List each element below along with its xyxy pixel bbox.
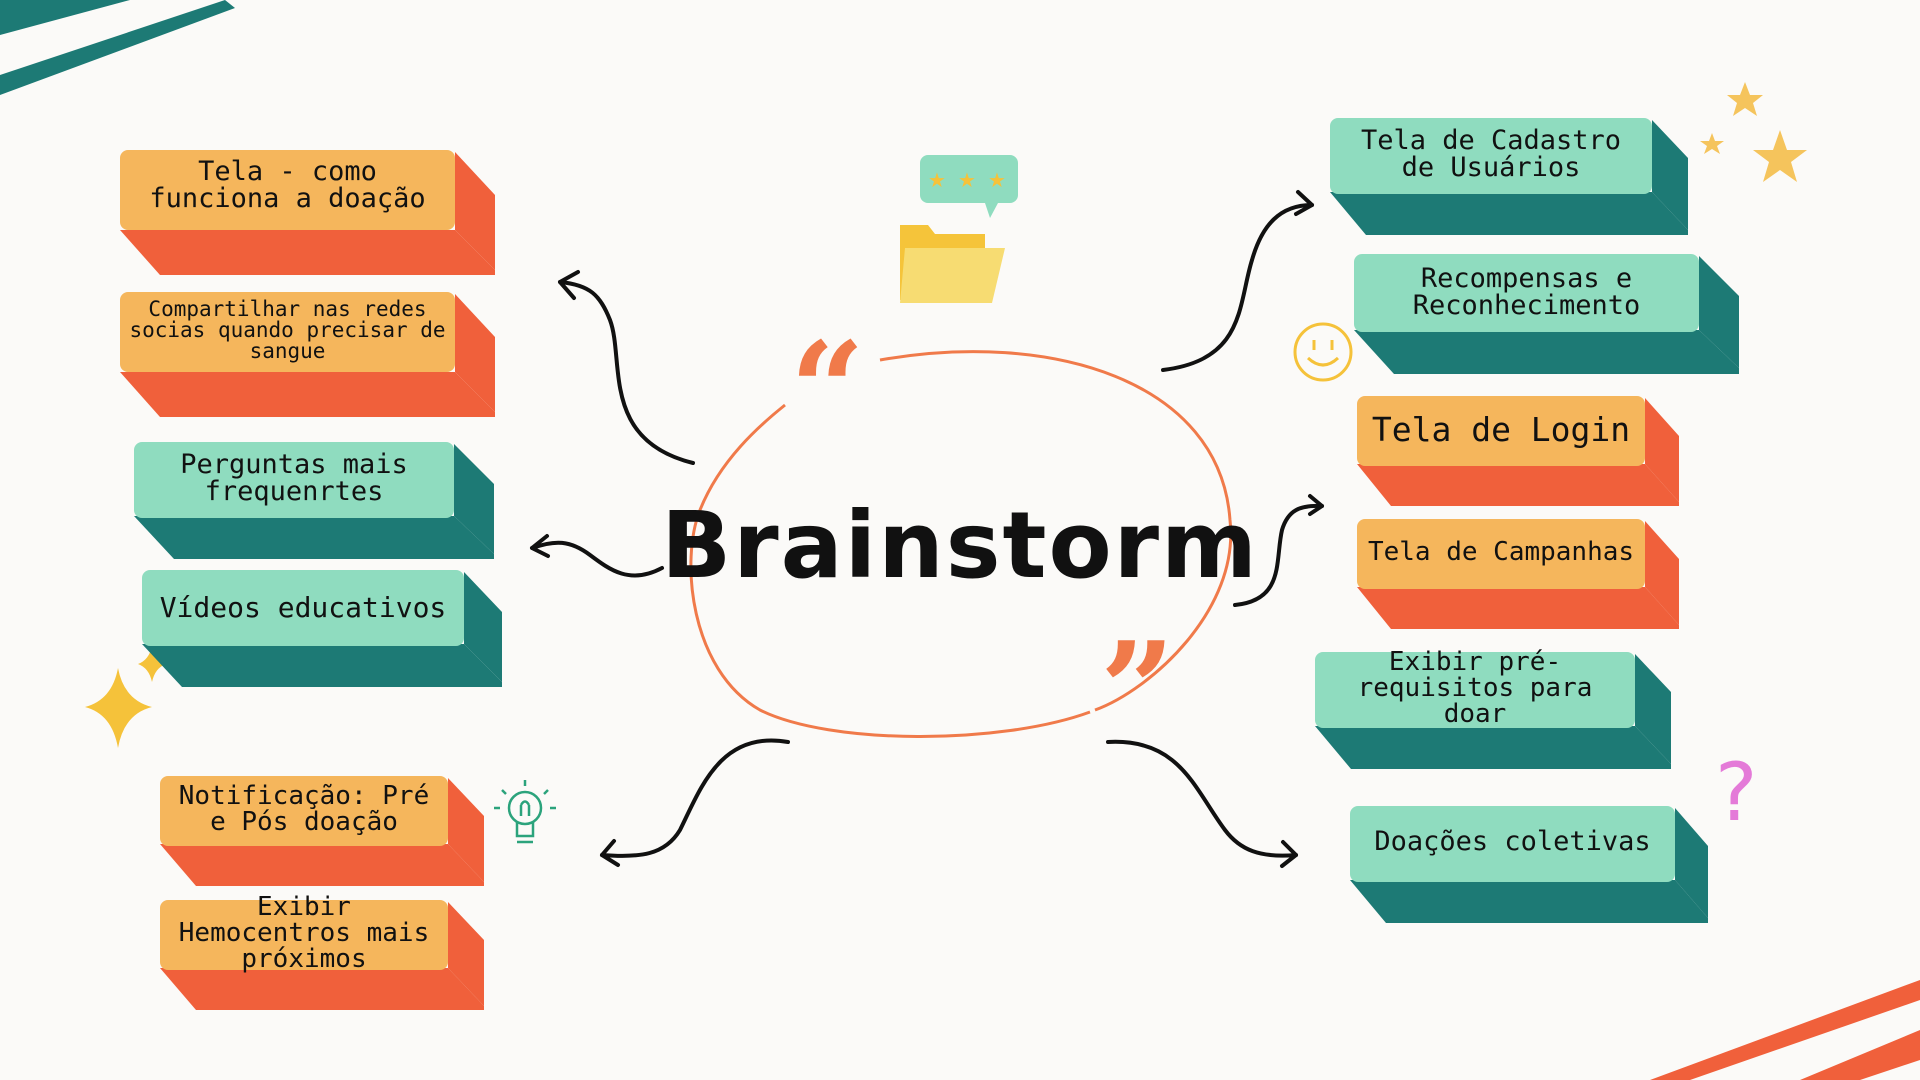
central-ring [879, 350, 1233, 712]
rating-bubble-icon: ★ ★ ★ [920, 155, 1018, 218]
card-block [120, 150, 495, 275]
node-label: Vídeos educativos [159, 591, 447, 624]
arrow-to-campanhas [1233, 503, 1324, 607]
svg-text:★: ★ [988, 168, 1006, 192]
arrow-head [1294, 190, 1314, 216]
quote-mark-icon: “ [790, 313, 865, 466]
card-block [160, 776, 484, 886]
arrow-to-cadastro [1161, 203, 1314, 372]
node-label: Tela - como funciona a doação [149, 156, 426, 214]
card-block [142, 570, 502, 687]
star-icon [1700, 82, 1807, 182]
card-block [120, 292, 495, 417]
card-block [134, 442, 494, 559]
arrow-to-coletivas [1106, 739, 1298, 858]
smiley-icon [1293, 322, 1353, 382]
sparkle-icon [85, 646, 166, 748]
corner-stripes-bottom-right [1650, 980, 1920, 1080]
arrow-to-perguntas [530, 540, 664, 578]
node-label: Tela de Campanhas [1367, 537, 1635, 567]
lightbulb-icon [494, 780, 556, 844]
node-label: Exibir pré-requisitos para doar [1357, 647, 1593, 729]
arrow-head [1280, 840, 1298, 868]
arrow-head [1308, 494, 1324, 516]
node-label: Recompensas e Reconhecimento [1412, 263, 1641, 321]
arrow-to-como-funciona [558, 280, 695, 465]
node-label: Compartilhar nas redes socias quando pre… [129, 296, 446, 363]
central-ring-lower [689, 403, 1091, 738]
arrow-head [530, 534, 550, 558]
svg-text:★: ★ [928, 168, 946, 192]
node-label: Tela de Cadastro de Usuários [1360, 125, 1622, 183]
card-block [1357, 396, 1679, 506]
card-block [1330, 118, 1688, 235]
arrow-head [600, 839, 620, 867]
arrow-head [558, 270, 580, 300]
card-block [1357, 519, 1679, 629]
arrow-to-notificacao [600, 738, 790, 858]
node-label: Notificação: Pré e Pós doação [178, 781, 430, 837]
card-block [1350, 806, 1708, 923]
card-block [160, 900, 484, 1010]
node-label: Tela de Login [1371, 409, 1631, 449]
svg-text:★: ★ [958, 168, 976, 192]
card-block [1315, 652, 1671, 769]
card-block [1354, 254, 1739, 374]
central-title: Brainstorm [661, 491, 1259, 599]
question-mark-icon: ? [1715, 746, 1757, 839]
node-label: Exibir Hemocentros mais próximos [178, 892, 430, 974]
node-label: Doações coletivas [1374, 825, 1651, 857]
node-label: Perguntas mais frequenrtes [180, 449, 408, 507]
corner-stripes-top-left [0, 0, 235, 95]
folder-icon [900, 225, 1005, 303]
